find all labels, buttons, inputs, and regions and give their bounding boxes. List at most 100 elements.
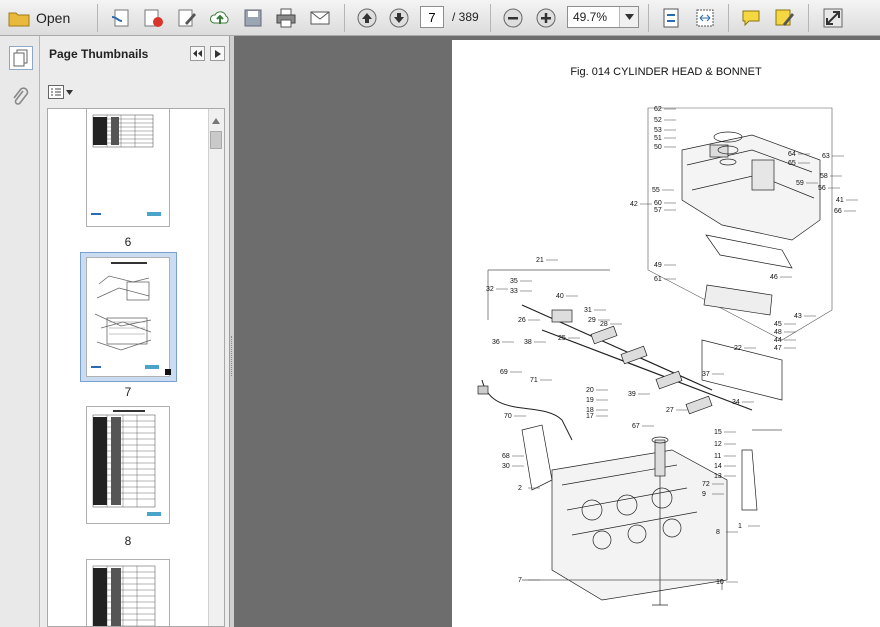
callout-number: 22 bbox=[734, 345, 742, 352]
separator bbox=[344, 4, 345, 32]
callout-number: 13 bbox=[714, 473, 722, 480]
next-page-button[interactable] bbox=[386, 5, 412, 31]
previous-page-button[interactable] bbox=[354, 5, 380, 31]
callout-number: 58 bbox=[820, 173, 828, 180]
chevron-down-icon[interactable] bbox=[619, 7, 638, 27]
page-number-input[interactable]: 7 bbox=[420, 6, 444, 28]
collapse-panel-button[interactable] bbox=[190, 46, 205, 61]
callout-number: 60 bbox=[654, 200, 662, 207]
callout-number: 8 bbox=[716, 529, 720, 536]
pages-icon bbox=[13, 49, 28, 67]
callout-number: 49 bbox=[654, 262, 662, 269]
thumbnail-options-button[interactable] bbox=[48, 84, 74, 100]
callout-number: 26 bbox=[518, 317, 526, 324]
callout-number: 15 bbox=[714, 429, 722, 436]
zoom-value: 49.7% bbox=[573, 10, 608, 24]
comment-button[interactable] bbox=[738, 5, 764, 31]
scroll-up-arrow-icon[interactable] bbox=[211, 112, 221, 124]
callout-number: 11 bbox=[714, 453, 721, 460]
fit-width-button[interactable] bbox=[692, 5, 718, 31]
edit-pdf-button[interactable] bbox=[174, 5, 200, 31]
callout-number: 21 bbox=[536, 257, 544, 264]
scrollbar-thumb[interactable] bbox=[210, 131, 222, 149]
upload-button[interactable] bbox=[207, 5, 233, 31]
callout-number: 28 bbox=[600, 321, 608, 328]
callout-number: 46 bbox=[770, 274, 778, 281]
callout-number: 41 bbox=[836, 197, 844, 204]
callout-number: 59 bbox=[796, 180, 804, 187]
fit-page-button[interactable] bbox=[658, 5, 684, 31]
callout-number: 29 bbox=[588, 317, 596, 324]
page-thumbnails-panel: Page Thumbnails 6 bbox=[40, 36, 230, 627]
callout-number: 40 bbox=[556, 293, 564, 300]
thumbnail-page-6[interactable] bbox=[86, 109, 170, 227]
export-pdf-button[interactable] bbox=[140, 5, 166, 31]
thumbnail-list[interactable]: 6 7 8 bbox=[47, 108, 225, 627]
main-toolbar: Open 7 / 389 49.7% bbox=[0, 0, 880, 36]
thumbnail-image bbox=[92, 410, 161, 516]
expand-panel-button[interactable] bbox=[210, 46, 225, 61]
attachments-tab[interactable] bbox=[9, 86, 31, 108]
printer-icon bbox=[276, 8, 296, 28]
open-label: Open bbox=[36, 10, 71, 26]
highlighter-icon bbox=[775, 9, 794, 26]
edit-icon bbox=[178, 9, 196, 27]
callout-number: 63 bbox=[822, 153, 830, 160]
pdf-page: Fig. 014 CYLINDER HEAD & BONNET bbox=[452, 40, 880, 627]
callout-number: 31 bbox=[584, 307, 592, 314]
callout-number: 2 bbox=[518, 485, 522, 492]
paperclip-icon bbox=[13, 87, 29, 105]
callout-number: 53 bbox=[654, 127, 662, 134]
callout-number: 27 bbox=[666, 407, 674, 414]
full-screen-button[interactable] bbox=[820, 5, 846, 31]
page-thumbnails-tab[interactable] bbox=[9, 46, 33, 70]
folder-icon bbox=[8, 12, 30, 27]
thumbnail-label: 8 bbox=[124, 534, 132, 548]
separator bbox=[648, 4, 649, 32]
zoom-level-select[interactable]: 49.7% bbox=[567, 6, 639, 28]
save-button[interactable] bbox=[240, 5, 266, 31]
thumbnail-image bbox=[91, 114, 161, 216]
callout-number: 44 bbox=[774, 337, 782, 344]
callout-number: 37 bbox=[702, 371, 710, 378]
navigation-pane-bar bbox=[0, 36, 40, 627]
callout-number: 70 bbox=[504, 413, 512, 420]
callout-number: 61 bbox=[654, 276, 662, 283]
thumbnail-label: 6 bbox=[124, 235, 132, 249]
open-button[interactable]: Open bbox=[8, 5, 70, 31]
panel-splitter[interactable] bbox=[230, 36, 234, 627]
separator bbox=[728, 4, 729, 32]
splitter-grip bbox=[231, 336, 234, 376]
thumbnail-page-7[interactable] bbox=[86, 257, 170, 377]
callout-number: 32 bbox=[486, 286, 494, 293]
page-marker bbox=[165, 369, 171, 375]
zoom-out-button[interactable] bbox=[500, 5, 526, 31]
thumbnail-page-8[interactable] bbox=[86, 406, 170, 524]
create-pdf-button[interactable] bbox=[108, 5, 134, 31]
callout-number: 43 bbox=[794, 313, 802, 320]
callout-number: 33 bbox=[510, 288, 518, 295]
highlight-button[interactable] bbox=[772, 5, 798, 31]
print-button[interactable] bbox=[273, 5, 299, 31]
callout-number: 68 bbox=[502, 453, 510, 460]
thumbnail-page-9[interactable] bbox=[86, 559, 170, 626]
arrow-up-icon bbox=[357, 8, 377, 28]
chevron-right-icon bbox=[214, 49, 221, 58]
export-pdf-icon bbox=[144, 9, 163, 27]
callout-number: 69 bbox=[500, 369, 508, 376]
callout-number: 66 bbox=[834, 208, 842, 215]
callout-number: 50 bbox=[654, 144, 662, 151]
thumbnail-scrollbar[interactable] bbox=[208, 109, 224, 626]
document-view[interactable]: Fig. 014 CYLINDER HEAD & BONNET bbox=[234, 36, 880, 627]
callout-number: 71 bbox=[530, 377, 538, 384]
email-button[interactable] bbox=[307, 5, 333, 31]
arrow-down-icon bbox=[389, 8, 409, 28]
list-options-icon bbox=[48, 85, 64, 99]
callout-number: 57 bbox=[654, 207, 662, 214]
panel-title: Page Thumbnails bbox=[49, 47, 149, 61]
zoom-in-button[interactable] bbox=[533, 5, 559, 31]
callout-number: 65 bbox=[788, 160, 796, 167]
callout-number: 19 bbox=[586, 397, 594, 404]
speech-bubble-icon bbox=[742, 10, 760, 27]
expand-icon bbox=[823, 8, 843, 28]
